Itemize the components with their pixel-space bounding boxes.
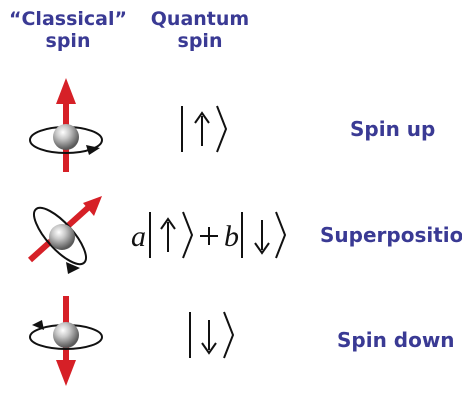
coefficient-a: a: [131, 220, 146, 253]
ket-spin-down: [190, 312, 233, 358]
ket-superposition: a b: [131, 212, 285, 258]
spin-up-label: Spin up: [350, 117, 435, 141]
coefficient-b: b: [224, 220, 239, 253]
spin-down-label: Spin down: [337, 328, 455, 352]
ket-spin-up: [182, 106, 226, 152]
superposition-label: Superposition: [320, 223, 462, 247]
